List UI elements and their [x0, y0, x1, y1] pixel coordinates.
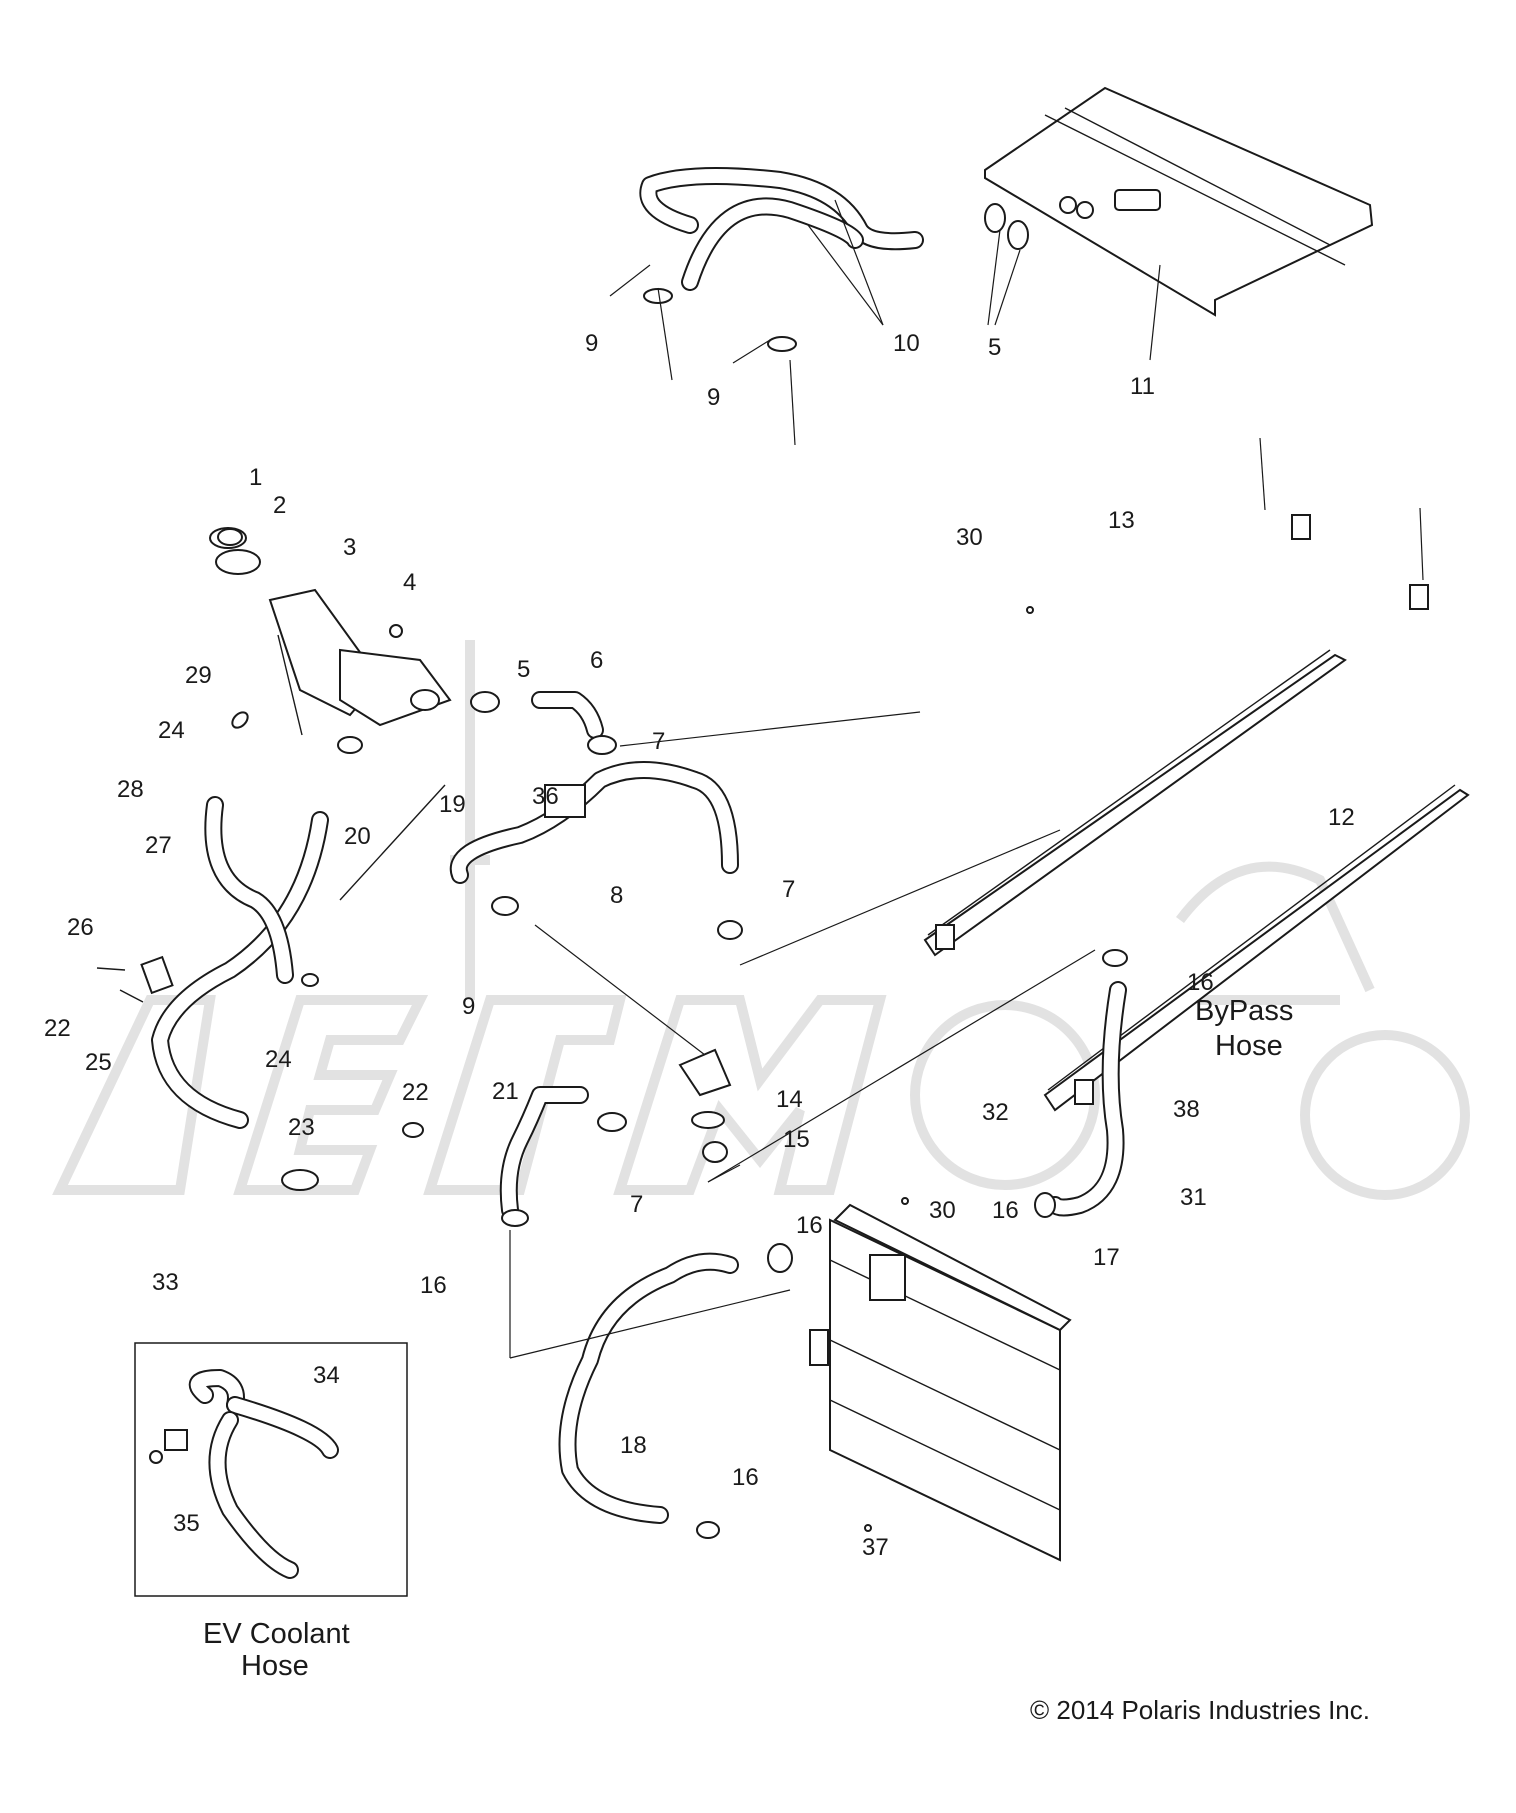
- rods: [277, 634, 446, 901]
- radiator-top-tank: [984, 86, 1374, 317]
- callout-30: 30: [929, 1197, 956, 1224]
- ev-coolant-label: EV Coolant: [203, 1618, 350, 1650]
- small-hardware: [96, 528, 1034, 1532]
- callout-31: 31: [1180, 1184, 1207, 1211]
- ev-coolant-inset-box: [134, 1342, 408, 1597]
- callout-10: 10: [893, 330, 920, 357]
- hose-8: [449, 761, 743, 940]
- callout-24: 24: [158, 717, 185, 744]
- callout-9: 9: [462, 993, 475, 1020]
- callout-28: 28: [117, 776, 144, 803]
- left-coolant-hoses: [151, 796, 329, 1191]
- callout-5: 5: [988, 334, 1001, 361]
- callout-13: 13: [1108, 507, 1135, 534]
- callout-3: 3: [343, 534, 356, 561]
- callout-30: 30: [956, 524, 983, 551]
- callout-37: 37: [862, 1534, 889, 1561]
- ev-coolant-label: Hose: [241, 1650, 309, 1682]
- callout-2: 2: [273, 492, 286, 519]
- callout-7: 7: [782, 876, 795, 903]
- callout-8: 8: [610, 882, 623, 909]
- hose-18: [558, 1243, 793, 1539]
- callout-32: 32: [982, 1099, 1009, 1126]
- callout-20: 20: [344, 823, 371, 850]
- callout-18: 18: [620, 1432, 647, 1459]
- callout-7: 7: [652, 728, 665, 755]
- callout-15: 15: [783, 1126, 810, 1153]
- callout-labels: 9 9 10 5 11 1 2 3 4 29 5 6 7 30 13 24 28…: [44, 330, 1355, 1561]
- callout-11: 11: [1130, 373, 1155, 400]
- upper-coolant-hoses: [639, 167, 924, 291]
- callout-12: 12: [1328, 804, 1355, 831]
- annotations: ByPass Hose EV Coolant Hose © 2014 Polar…: [203, 995, 1370, 1725]
- callout-16: 16: [1187, 969, 1214, 996]
- callout-38: 38: [1173, 1096, 1200, 1123]
- callout-29: 29: [185, 662, 212, 689]
- callout-7: 7: [630, 1191, 643, 1218]
- callout-6: 6: [590, 647, 603, 674]
- callout-19: 19: [439, 791, 466, 818]
- callout-36: 36: [532, 783, 559, 810]
- callout-14: 14: [776, 1086, 803, 1113]
- bypass-label: ByPass: [1195, 995, 1293, 1027]
- callout-9: 9: [707, 384, 720, 411]
- callout-16: 16: [992, 1197, 1019, 1224]
- callout-16: 16: [796, 1212, 823, 1239]
- callout-23: 23: [288, 1114, 315, 1141]
- callout-17: 17: [1093, 1244, 1120, 1271]
- leader-lines: [509, 199, 1424, 1359]
- bypass-hose-31: [1034, 949, 1128, 1218]
- callout-4: 4: [403, 569, 416, 596]
- callout-22: 22: [44, 1015, 71, 1042]
- hose-21: [499, 1086, 627, 1227]
- copyright: © 2014 Polaris Industries Inc.: [1030, 1695, 1370, 1725]
- clamps-top: [643, 203, 1029, 352]
- callout-21: 21: [492, 1078, 519, 1105]
- callout-1: 1: [249, 464, 262, 491]
- callout-5: 5: [517, 656, 530, 683]
- callout-27: 27: [145, 832, 172, 859]
- callout-24: 24: [265, 1046, 292, 1073]
- filler-neck-assembly: [209, 527, 452, 754]
- callout-22: 22: [402, 1079, 429, 1106]
- callout-25: 25: [85, 1049, 112, 1076]
- callout-26: 26: [67, 914, 94, 941]
- callout-35: 35: [173, 1510, 200, 1537]
- callout-9: 9: [585, 330, 598, 357]
- hose-6-clamps: [470, 691, 617, 755]
- bypass-label: Hose: [1215, 1030, 1283, 1062]
- radiator-core: [809, 1203, 1072, 1562]
- callout-16: 16: [420, 1272, 447, 1299]
- callout-33: 33: [152, 1269, 179, 1296]
- callout-16: 16: [732, 1464, 759, 1491]
- thermostat-housing: [678, 1048, 732, 1163]
- radiator-side-rail-13: [923, 514, 1347, 957]
- callout-34: 34: [313, 1362, 340, 1389]
